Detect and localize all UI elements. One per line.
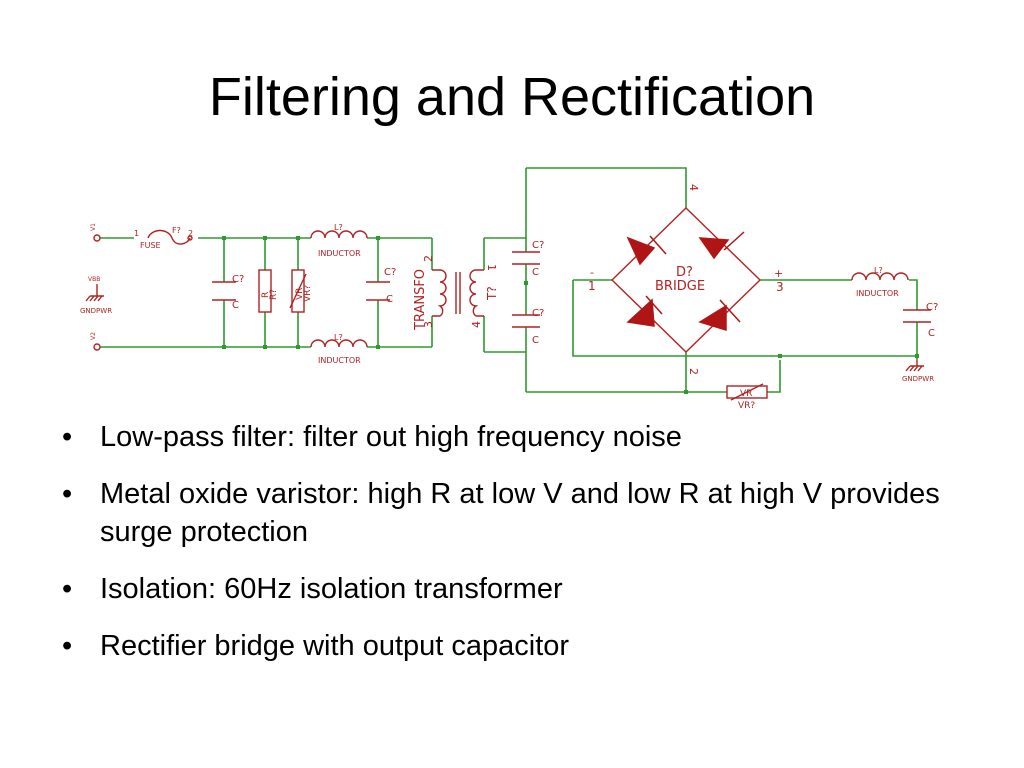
label-fuse-pin2: 2 bbox=[188, 229, 193, 238]
bullet-marker: • bbox=[62, 478, 73, 510]
label-gndpwr-right: GNDPWR bbox=[902, 375, 934, 383]
label-transfo-name: TRANSFO bbox=[413, 269, 428, 331]
label-tr-pin3: 3 bbox=[422, 321, 435, 328]
label-ind-out-ref: L? bbox=[874, 266, 883, 275]
bullet-item: • Isolation: 60Hz isolation transformer bbox=[60, 570, 960, 608]
label-res-ref: R? bbox=[269, 289, 279, 300]
inductor-bottom-icon bbox=[310, 339, 368, 348]
transformer-icon bbox=[432, 269, 484, 317]
varistor-2-icon bbox=[726, 385, 768, 399]
schematic-labels: V1 VBB GNDPWR V2 1 FUSE F? 2 C? C R? R V… bbox=[80, 184, 938, 410]
label-br-pin2: 2 bbox=[687, 368, 700, 375]
diode-bottom-right-icon bbox=[698, 299, 741, 332]
label-ind-top-name: INDUCTOR bbox=[318, 249, 361, 258]
bullet-text: Isolation: 60Hz isolation transformer bbox=[100, 573, 563, 605]
label-vbb: VBB bbox=[88, 276, 100, 283]
label-tr-pin4: 4 bbox=[470, 321, 483, 328]
label-ind-out-name: INDUCTOR bbox=[856, 289, 899, 298]
resistor-icon bbox=[258, 269, 272, 313]
slide-title: Filtering and Rectification bbox=[208, 67, 816, 127]
label-cap3-ref: C? bbox=[532, 240, 544, 251]
ground-right-icon bbox=[905, 360, 924, 372]
label-ind-top-ref: L? bbox=[334, 223, 343, 232]
capacitor-4-icon bbox=[512, 314, 540, 328]
capacitor-1-icon bbox=[212, 281, 236, 301]
circuit-schematic: V1 VBB GNDPWR V2 1 FUSE F? 2 C? C R? R V… bbox=[80, 167, 938, 410]
bullet-marker: • bbox=[62, 573, 73, 605]
capacitor-2-icon bbox=[366, 281, 390, 301]
terminal-v1-icon bbox=[93, 234, 101, 242]
bullet-item: • Metal oxide varistor: high R at low V … bbox=[60, 475, 960, 551]
label-var2-ref: VR? bbox=[738, 401, 755, 410]
label-cap2-val: C bbox=[386, 294, 393, 305]
bullet-text: Rectifier bridge with output capacitor bbox=[100, 630, 570, 662]
label-var1-ref: VR? bbox=[303, 285, 313, 302]
diode-top-left-icon bbox=[626, 235, 667, 266]
label-v2: V2 bbox=[90, 332, 97, 340]
label-cap4-ref: C? bbox=[532, 308, 544, 319]
label-br-pin4: 4 bbox=[687, 184, 700, 191]
label-fuse-name: FUSE bbox=[140, 241, 161, 250]
label-cap2-ref: C? bbox=[384, 267, 396, 278]
label-tr-pin1: 1 bbox=[485, 264, 498, 271]
label-ind-bot-name: INDUCTOR bbox=[318, 356, 361, 365]
varistor-1-icon bbox=[291, 269, 305, 313]
label-transfo-ref: T? bbox=[485, 286, 499, 301]
label-v1: V1 bbox=[90, 223, 97, 231]
bullet-list: • Low-pass filter: filter out high frequ… bbox=[60, 418, 960, 684]
components bbox=[85, 207, 931, 401]
terminal-v2-icon bbox=[93, 343, 101, 351]
bullet-marker: • bbox=[62, 421, 73, 453]
label-res-val: R bbox=[261, 292, 271, 298]
label-fuse-pin1: 1 bbox=[134, 229, 139, 238]
bullet-item: • Rectifier bridge with output capacitor bbox=[60, 627, 960, 665]
label-cap-out-val: C bbox=[928, 328, 935, 339]
fuse-icon bbox=[147, 229, 191, 245]
label-bridge-name: BRIDGE bbox=[655, 279, 705, 294]
inductor-top-icon bbox=[310, 230, 368, 239]
label-cap1-val: C bbox=[232, 300, 239, 311]
bullet-text: Low-pass filter: filter out high frequen… bbox=[100, 421, 682, 453]
label-cap4-val: C bbox=[532, 335, 539, 346]
diode-bottom-left-icon bbox=[626, 295, 663, 327]
bridge-diodes bbox=[626, 231, 745, 332]
label-br-pin1: 1 bbox=[588, 279, 596, 293]
bullet-text: Metal oxide varistor: high R at low V an… bbox=[100, 478, 940, 548]
diode-top-right-icon bbox=[698, 231, 745, 260]
label-fuse-ref: F? bbox=[172, 226, 181, 235]
inductor-output-icon bbox=[851, 272, 909, 281]
label-tr-pin2: 2 bbox=[422, 255, 435, 262]
label-br-plus: + bbox=[774, 267, 783, 280]
bullet-marker: • bbox=[62, 630, 73, 662]
capacitor-3-icon bbox=[512, 251, 540, 265]
label-cap3-val: C bbox=[532, 267, 539, 278]
wires bbox=[100, 167, 918, 393]
label-bridge-ref: D? bbox=[676, 265, 693, 280]
label-ind-bot-ref: L? bbox=[334, 333, 343, 342]
ground-left-icon bbox=[85, 284, 104, 302]
label-cap-out-ref: C? bbox=[926, 302, 938, 313]
label-cap1-ref: C? bbox=[232, 274, 244, 285]
label-var1-val: VR bbox=[295, 288, 305, 300]
label-var2-val: VR bbox=[740, 389, 752, 399]
junction-dots bbox=[222, 236, 919, 394]
capacitor-output-icon bbox=[903, 309, 931, 323]
bullet-item: • Low-pass filter: filter out high frequ… bbox=[60, 418, 960, 456]
label-br-minus: - bbox=[590, 266, 594, 279]
label-br-pin3: 3 bbox=[776, 280, 784, 294]
label-gndpwr-left: GNDPWR bbox=[80, 307, 112, 315]
